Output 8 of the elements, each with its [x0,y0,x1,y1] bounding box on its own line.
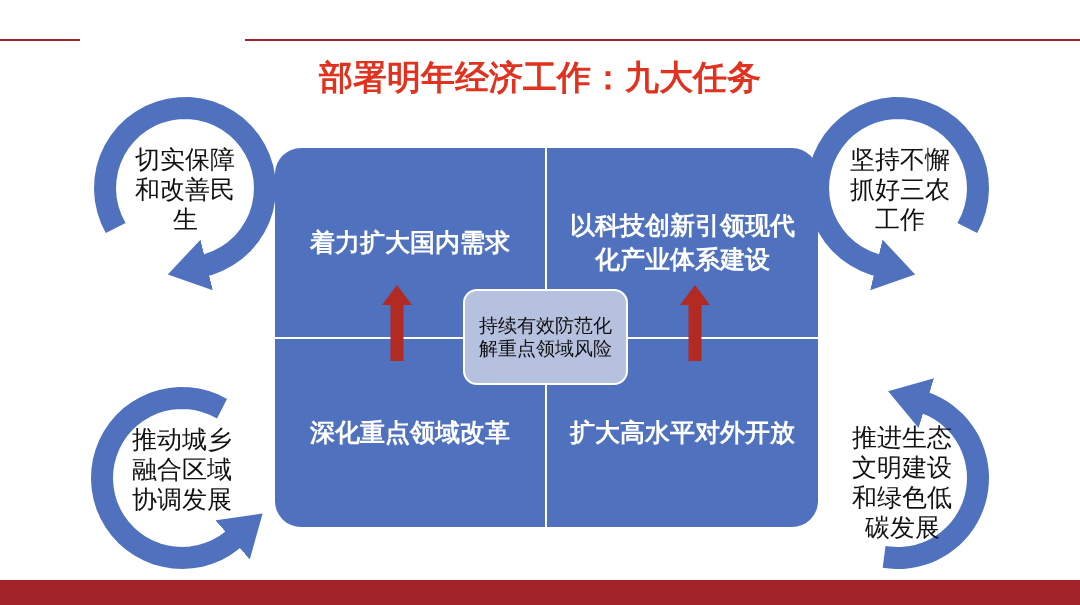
task-text: 坚持不懈抓好三农工作 [830,140,970,240]
task-text: 推动城乡融合区域协调发展 [112,420,252,520]
arrow [382,285,412,361]
task-text: 切实保障和改善民生 [115,140,255,240]
center-box: 持续有效防范化解重点领域风险 [463,289,628,385]
arrow [680,285,710,361]
task-text: 推进生态文明建设和绿色低碳发展 [832,420,972,545]
title: 部署明年经济工作：九大任务 [317,56,762,99]
